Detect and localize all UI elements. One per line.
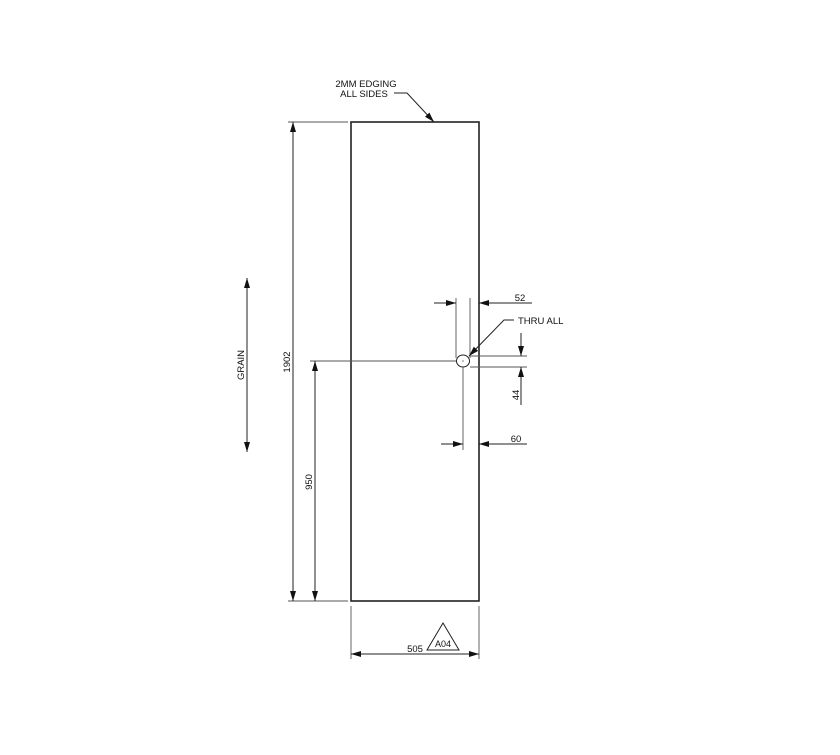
dimension-hole-offset-60: 60 — [441, 434, 527, 447]
dimension-overall-height: 1902 — [282, 121, 348, 602]
dimension-label-950: 950 — [304, 474, 315, 490]
dimension-label-52: 52 — [515, 293, 526, 304]
dimension-label-44: 44 — [511, 390, 522, 401]
dimension-hole-height: 950 — [304, 360, 457, 601]
dimension-label-505: 505 — [407, 644, 423, 655]
hole — [456, 354, 470, 450]
dimension-overall-width: 505 — [350, 606, 480, 659]
grain-direction-arrow: GRAIN — [236, 278, 250, 452]
panel-outline — [350, 121, 480, 602]
dimension-hole-vertical-44: 44 — [470, 333, 527, 405]
dimension-label-1902: 1902 — [282, 351, 293, 372]
dimension-label-60: 60 — [511, 434, 522, 445]
edging-note-line1: 2MM EDGING — [335, 79, 396, 90]
thru-all-note: THRU ALL — [468, 316, 563, 357]
grain-label: GRAIN — [236, 350, 247, 380]
edging-note: 2MM EDGING ALL SIDES — [335, 79, 435, 123]
revision-tag: A04 — [426, 622, 460, 651]
revision-tag-label: A04 — [435, 639, 451, 649]
thru-all-label: THRU ALL — [518, 316, 563, 327]
edging-note-line2: ALL SIDES — [340, 89, 388, 100]
